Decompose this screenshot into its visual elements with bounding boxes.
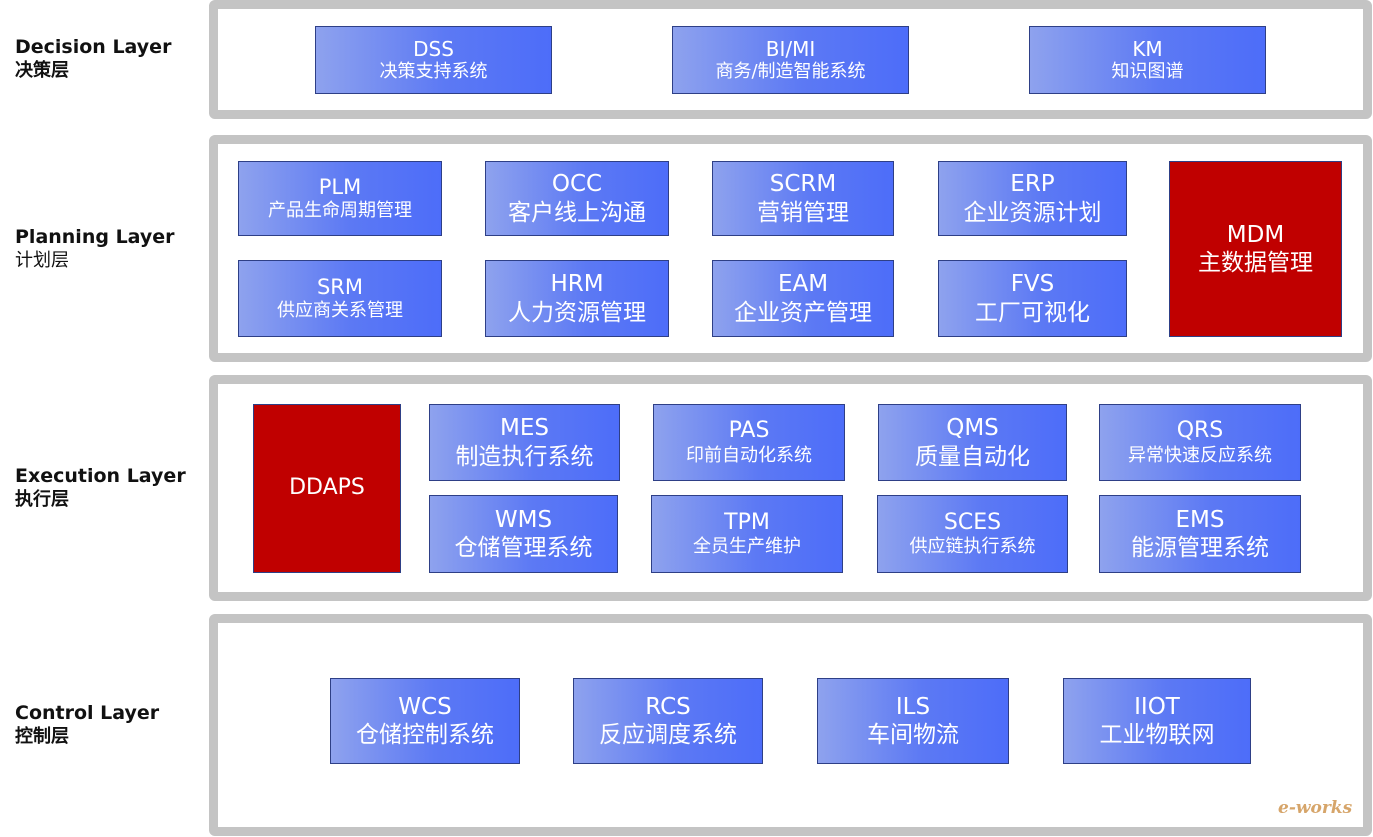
rcs-name: 反应调度系统 xyxy=(599,722,737,748)
bi-mi-name: 商务/制造智能系统 xyxy=(715,61,866,83)
hrm-box[interactable]: HRM 人力资源管理 xyxy=(485,260,669,337)
control-layer-label-en: Control Layer xyxy=(15,702,160,724)
sces-code: SCES xyxy=(943,509,1002,535)
ils-name: 车间物流 xyxy=(867,722,959,748)
eam-box[interactable]: EAM 企业资产管理 xyxy=(712,260,894,337)
dss-name: 决策支持系统 xyxy=(379,61,488,83)
rcs-box[interactable]: RCS 反应调度系统 xyxy=(573,678,763,764)
fvs-name: 工厂可视化 xyxy=(975,299,1090,326)
wcs-code: WCS xyxy=(398,693,452,720)
occ-name: 客户线上沟通 xyxy=(508,199,646,226)
wms-code: WMS xyxy=(494,506,553,533)
ems-box[interactable]: EMS 能源管理系统 xyxy=(1099,495,1301,573)
ils-code: ILS xyxy=(895,693,931,720)
decision-layer-label-zh: 决策层 xyxy=(15,59,69,81)
decision-layer-label: Decision Layer 决策层 xyxy=(15,36,171,82)
ils-box[interactable]: ILS 车间物流 xyxy=(817,678,1009,764)
scrm-name: 营销管理 xyxy=(757,199,849,226)
fvs-code: FVS xyxy=(1010,271,1055,298)
eam-code: EAM xyxy=(777,271,829,298)
srm-name: 供应商关系管理 xyxy=(277,300,403,322)
hrm-code: HRM xyxy=(550,271,604,298)
mes-name: 制造执行系统 xyxy=(455,443,594,470)
decision-layer-label-en: Decision Layer xyxy=(15,36,172,58)
qrs-name: 异常快速反应系统 xyxy=(1128,444,1272,466)
sces-box[interactable]: SCES 供应链执行系统 xyxy=(877,495,1068,573)
wms-box[interactable]: WMS 仓储管理系统 xyxy=(429,495,618,573)
execution-layer-label-en: Execution Layer xyxy=(15,465,186,487)
fvs-box[interactable]: FVS 工厂可视化 xyxy=(938,260,1127,337)
wcs-box[interactable]: WCS 仓储控制系统 xyxy=(330,678,520,764)
pas-box[interactable]: PAS 印前自动化系统 xyxy=(653,404,845,481)
planning-layer-label-en: Planning Layer xyxy=(15,226,175,248)
occ-box[interactable]: OCC 客户线上沟通 xyxy=(485,161,669,236)
ddaps-code: DDAPS xyxy=(289,475,365,501)
plm-code: PLM xyxy=(318,174,362,199)
mdm-name: 主数据管理 xyxy=(1198,250,1313,276)
pas-name: 印前自动化系统 xyxy=(686,444,812,466)
plm-box[interactable]: PLM 产品生命周期管理 xyxy=(238,161,442,236)
dss-code: DSS xyxy=(413,36,454,61)
ems-name: 能源管理系统 xyxy=(1131,535,1269,561)
eam-name: 企业资产管理 xyxy=(734,299,872,326)
iiot-code: IIOT xyxy=(1134,693,1180,720)
mdm-code: MDM xyxy=(1226,221,1285,248)
erp-name: 企业资源计划 xyxy=(963,199,1102,226)
mes-code: MES xyxy=(500,415,549,442)
bi-mi-box[interactable]: BI/MI 商务/制造智能系统 xyxy=(672,26,909,94)
erp-code: ERP xyxy=(1010,171,1055,198)
qrs-box[interactable]: QRS 异常快速反应系统 xyxy=(1099,404,1301,481)
ddaps-box[interactable]: DDAPS xyxy=(253,404,401,573)
iiot-box[interactable]: IIOT 工业物联网 xyxy=(1063,678,1251,764)
qms-box[interactable]: QMS 质量自动化 xyxy=(878,404,1067,481)
tpm-code: TPM xyxy=(724,509,770,535)
tpm-box[interactable]: TPM 全员生产维护 xyxy=(651,495,843,573)
control-layer-label-zh: 控制层 xyxy=(15,725,69,747)
hrm-name: 人力资源管理 xyxy=(508,299,646,326)
scrm-code: SCRM xyxy=(769,171,837,198)
control-layer-label: Control Layer 控制层 xyxy=(15,702,159,748)
ems-code: EMS xyxy=(1175,506,1225,533)
scrm-box[interactable]: SCRM 营销管理 xyxy=(712,161,894,236)
pas-code: PAS xyxy=(728,418,770,444)
wms-name: 仓储管理系统 xyxy=(454,535,593,561)
km-name: 知识图谱 xyxy=(1111,61,1184,83)
wcs-name: 仓储控制系统 xyxy=(356,722,494,748)
srm-box[interactable]: SRM 供应商关系管理 xyxy=(238,260,442,337)
sces-name: 供应链执行系统 xyxy=(909,536,1036,558)
rcs-code: RCS xyxy=(645,693,691,720)
e-works-watermark: e-works xyxy=(1278,798,1353,818)
tpm-name: 全员生产维护 xyxy=(693,536,801,558)
execution-layer-label: Execution Layer 执行层 xyxy=(15,465,186,511)
mdm-box[interactable]: MDM 主数据管理 xyxy=(1169,161,1342,337)
dss-box[interactable]: DSS 决策支持系统 xyxy=(315,26,552,94)
erp-box[interactable]: ERP 企业资源计划 xyxy=(938,161,1127,236)
occ-code: OCC xyxy=(551,171,603,198)
planning-layer-label: Planning Layer 计划层 xyxy=(15,226,175,272)
km-box[interactable]: KM 知识图谱 xyxy=(1029,26,1266,94)
iiot-name: 工业物联网 xyxy=(1099,722,1215,748)
planning-layer-label-zh: 计划层 xyxy=(15,249,69,271)
qms-code: QMS xyxy=(946,415,999,442)
qms-name: 质量自动化 xyxy=(915,443,1030,470)
bi-mi-code: BI/MI xyxy=(765,36,816,61)
plm-name: 产品生命周期管理 xyxy=(268,200,412,222)
km-code: KM xyxy=(1132,36,1163,61)
execution-layer-label-zh: 执行层 xyxy=(15,488,69,510)
srm-code: SRM xyxy=(316,274,364,299)
qrs-code: QRS xyxy=(1176,418,1224,444)
mes-box[interactable]: MES 制造执行系统 xyxy=(429,404,620,481)
